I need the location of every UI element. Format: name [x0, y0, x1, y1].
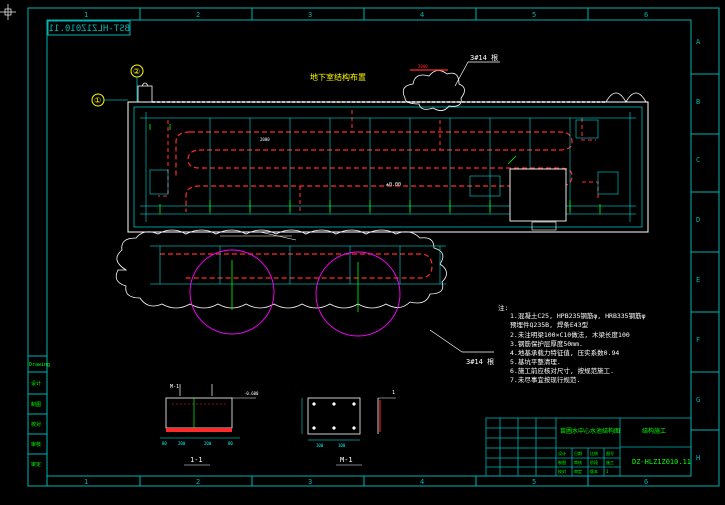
sidebar-cell: 校对 — [31, 421, 41, 428]
rebar-tag-detail: 3#14 根 — [466, 357, 494, 366]
zone-row: D — [696, 216, 700, 224]
plan-dim: 2000 — [260, 137, 270, 142]
title-block — [485, 417, 692, 477]
tb-cell: 审核 — [574, 459, 582, 465]
section-dim: 80 — [228, 441, 233, 446]
note-line: 5.基坑平整清理. — [510, 357, 561, 366]
drawing-frame — [27, 7, 720, 487]
notes-header: 注: — [498, 303, 508, 312]
tb-cell: 图号 — [606, 450, 614, 456]
rebar-tag-top: 3#14 根 — [470, 53, 498, 62]
stamp-box: BST-HLZ1Z010.11 — [47, 20, 131, 36]
zone-labels: 1 2 3 4 5 6 1 2 3 4 5 6 A B C D E F G H — [84, 11, 701, 486]
embed-dim: 100 — [316, 443, 324, 448]
revision-cloud-detail — [115, 229, 447, 309]
zone-row: F — [696, 336, 700, 344]
zone-row: G — [696, 396, 700, 404]
zone-col-top: 6 — [644, 11, 648, 19]
section-dim: 80 — [162, 441, 167, 446]
zone-col-top: 2 — [196, 11, 200, 19]
axis-bubble-left-label: ① — [94, 96, 101, 105]
embed-plate — [307, 397, 361, 435]
pile-circle-right — [315, 251, 401, 337]
zone-col-bottom: 5 — [532, 478, 536, 486]
tb-cell: 制图 — [558, 459, 566, 465]
plan-title: 地下室结构布置 — [310, 72, 366, 82]
zone-row: A — [696, 38, 701, 46]
note-line: 预埋件Q235B, 焊条E43型 — [510, 320, 589, 329]
zone-col-bottom: 3 — [308, 478, 312, 486]
section-1-1: M-1 -0.600 80 200 200 80 1-1 — [160, 384, 259, 466]
level-mark: ±0.00 — [386, 182, 401, 188]
red-annotation: 2000 — [418, 64, 428, 69]
sidebar-cell: 设计 — [31, 380, 41, 387]
sidebar-header: Drawing — [29, 362, 50, 368]
drawing-type: 结构施工 — [642, 427, 666, 435]
left-sidebar — [27, 355, 48, 487]
tb-cell: 施工 — [606, 459, 614, 465]
drawing-number: DZ-HLZ1Z010.11 — [632, 458, 691, 466]
tb-cell: 校对 — [558, 468, 566, 474]
sidebar-cell: 审定 — [31, 461, 41, 468]
project-title: 苗圃水中心水池结构图 — [560, 427, 620, 435]
detail-view: 3#14 根 — [115, 229, 494, 366]
revision-cloud-top — [402, 70, 465, 111]
zone-col-top: 1 — [84, 11, 88, 19]
fence-left — [137, 82, 153, 102]
equipment-box — [509, 168, 567, 222]
ucs-crosshair — [0, 4, 16, 20]
tb-cell: 1 — [606, 469, 609, 474]
tb-cell: 审定 — [574, 468, 582, 474]
pile-circle-left — [189, 249, 275, 335]
grid-lines — [140, 112, 636, 222]
drawing-stamp: BST-HLZ1Z010.11 — [49, 24, 130, 34]
note-line: 7.未尽事宜按现行规范. — [510, 375, 580, 384]
note-line: 2.未注明梁100×C10做法, 木梁长度100 — [510, 330, 630, 339]
section-m-1: 100 100 M-1 1 — [301, 390, 396, 466]
zone-row: B — [696, 98, 700, 106]
section-level: -0.600 — [244, 391, 259, 396]
embed-mark: 1 — [392, 390, 395, 396]
section-mark: M-1 — [170, 384, 179, 390]
note-line: 4.地基承载力特征值, 压实系数0.94 — [510, 348, 619, 357]
sidebar-cell: 制图 — [31, 401, 41, 408]
zone-col-top: 3 — [308, 11, 312, 19]
plan-view: 地下室结构布置 ② ① 3#14 根 2000 — [91, 53, 649, 241]
note-line: 6.施工前应核对尺寸, 按规范施工. — [510, 366, 614, 375]
tb-cell: 比例 — [590, 450, 598, 456]
tb-cell: 版本 — [590, 468, 598, 474]
section-m-1-label: M-1 — [340, 456, 353, 464]
tb-cell: 阶段 — [590, 459, 598, 465]
tb-cell: 设计 — [558, 450, 566, 456]
zone-col-bottom: 1 — [84, 478, 88, 486]
title-block-text: 苗圃水中心水池结构图 结构施工 DZ-HLZ1Z010.11 设计 日期 比例 … — [558, 427, 691, 474]
note-line: 3.钢筋保护层厚度50mm. — [510, 339, 583, 348]
zone-col-top: 5 — [532, 11, 536, 19]
sidebar-cell: 审核 — [31, 441, 41, 448]
zone-col-bottom: 6 — [644, 478, 648, 486]
plan-inner-wall — [133, 106, 643, 228]
axis-bubble-top-label: ② — [133, 67, 140, 76]
zone-row: H — [696, 454, 700, 462]
tb-cell: 日期 — [574, 450, 582, 456]
sidebar-text: Drawing 设计 制图 校对 审核 审定 — [29, 362, 50, 468]
zone-col-bottom: 4 — [420, 478, 424, 486]
section-dim: 200 — [178, 441, 186, 446]
zone-col-bottom: 2 — [196, 478, 200, 486]
zone-row: C — [696, 156, 700, 164]
section-1-label: 1-1 — [190, 456, 203, 464]
section-1-body — [165, 397, 233, 429]
note-line: 1.混凝土C25, HPB235钢筋φ, HRB335钢筋φ — [510, 311, 646, 320]
section-dim: 200 — [204, 441, 212, 446]
detail-red-pipe — [160, 253, 433, 279]
zone-col-top: 4 — [420, 11, 424, 19]
zone-row: E — [696, 276, 700, 284]
fence-right — [605, 92, 647, 103]
general-notes: 注: 1.混凝土C25, HPB235钢筋φ, HRB335钢筋φ 预埋件Q23… — [498, 303, 646, 384]
embed-dim: 100 — [338, 443, 346, 448]
zone-ticks — [139, 8, 719, 486]
